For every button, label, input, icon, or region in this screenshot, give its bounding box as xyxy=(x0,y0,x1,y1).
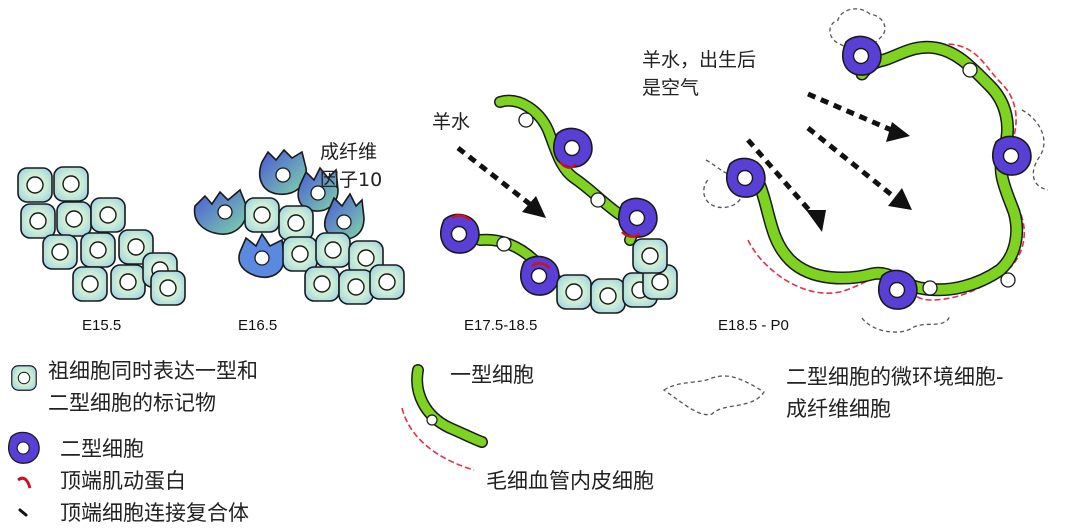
legend-niche-line2: 成纤维细胞 xyxy=(786,397,891,421)
legend-fibroblast-icon xyxy=(662,375,765,416)
legend-niche-line1: 二型细胞的微环境细胞- xyxy=(786,365,1004,389)
legend-apical-actin-icon xyxy=(17,476,32,489)
arrow-amniotic-air-1 xyxy=(807,91,910,142)
arrow-amniotic-air-2 xyxy=(746,138,826,232)
legend-capillary-icon xyxy=(401,407,475,471)
fgf10-label-line2: 因子10 xyxy=(320,169,382,191)
legend-type1-label: 一型细胞 xyxy=(450,363,534,387)
fgf10-label-line1: 成纤维 xyxy=(320,141,377,163)
e16-5-cell-cluster xyxy=(193,148,405,305)
legend-progenitor-line1: 祖细胞同时表达一型和 xyxy=(48,359,258,383)
stage-label-e15-5: E15.5 xyxy=(82,317,121,334)
stage-label-e16-5: E16.5 xyxy=(238,317,277,334)
legend-capillary-label: 毛细血管内皮细胞 xyxy=(486,469,654,493)
amniotic-air-label-line2: 是空气 xyxy=(642,77,699,99)
legend-type1-icon xyxy=(411,364,488,448)
legend-progenitor-line2: 二型细胞的标记物 xyxy=(48,391,216,415)
legend-type2-icon xyxy=(8,431,40,464)
amniotic-air-label-line1: 羊水，出生后 xyxy=(642,49,756,71)
legend: 祖细胞同时表达一型和 二型细胞的标记物 二型细胞 顶端肌动蛋白 顶端细胞连接复合… xyxy=(8,359,1004,525)
arrow-amniotic-fluid-e17 xyxy=(456,146,546,218)
stage-label-e17-5-18-5: E17.5-18.5 xyxy=(464,317,537,334)
e18-5-p0-alveolar-sac xyxy=(703,8,1049,333)
legend-apical-junction-label: 顶端细胞连接复合体 xyxy=(60,501,249,525)
e15-5-progenitor-cluster xyxy=(17,166,186,306)
e17-5-branching-epithelium xyxy=(440,94,678,314)
legend-apical-junction-icon xyxy=(18,508,28,517)
amniotic-fluid-label: 羊水 xyxy=(432,111,470,133)
arrow-amniotic-air-3 xyxy=(806,126,912,210)
legend-progenitor-icon xyxy=(11,365,37,391)
stage-label-e18-5-p0: E18.5 - P0 xyxy=(718,317,789,334)
legend-type2-label: 二型细胞 xyxy=(60,437,144,461)
legend-apical-actin-label: 顶端肌动蛋白 xyxy=(60,469,186,493)
